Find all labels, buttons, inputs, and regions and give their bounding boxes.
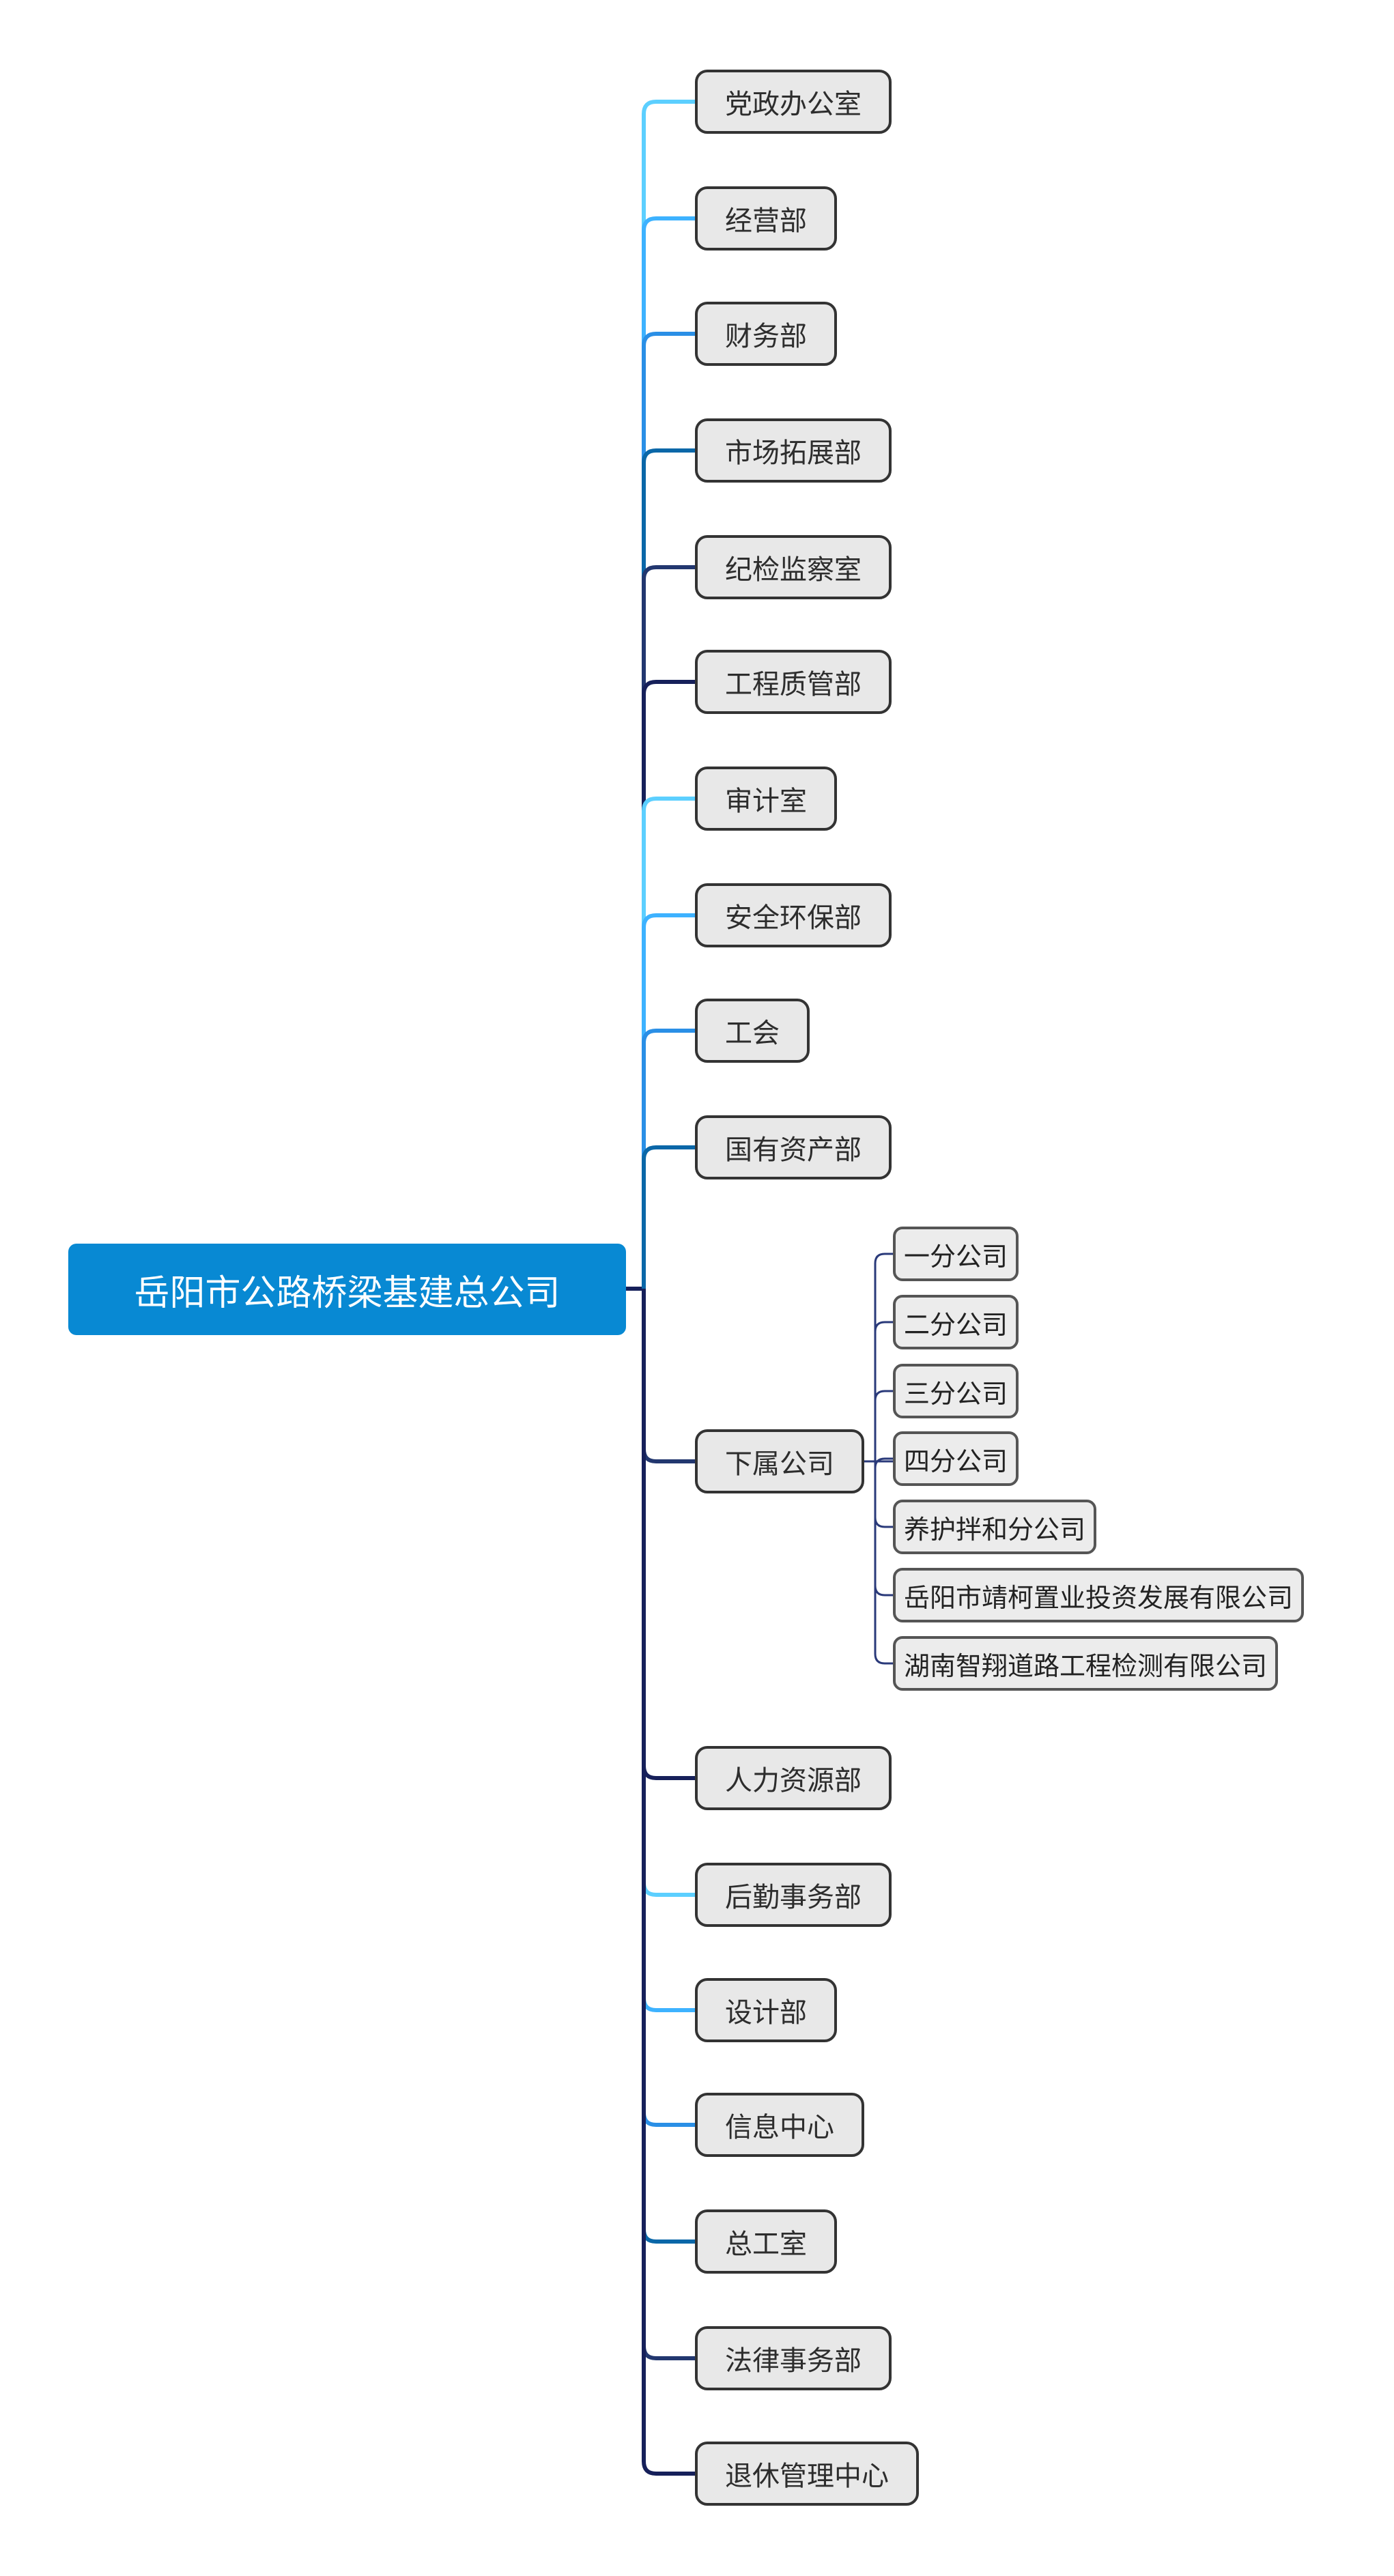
branch-connector: [642, 100, 695, 1289]
department-node[interactable]: 安全环保部: [695, 883, 892, 947]
department-node[interactable]: 后勤事务部: [695, 1863, 892, 1927]
sub-connector: [874, 1457, 893, 1469]
department-node[interactable]: 经营部: [695, 186, 837, 251]
branch-connector: [642, 216, 695, 1289]
sub-connector: [874, 1461, 893, 1597]
department-node[interactable]: 法律事务部: [695, 2326, 892, 2390]
root-node[interactable]: 岳阳市公路桥梁基建总公司: [68, 1244, 626, 1335]
subsidiary-node[interactable]: 三分公司: [893, 1364, 1019, 1418]
sub-connector: [874, 1253, 893, 1461]
branch-connector: [642, 1289, 695, 2360]
branch-connector: [642, 797, 695, 1289]
sub-connector: [874, 1321, 893, 1461]
department-node[interactable]: 党政办公室: [695, 70, 892, 134]
subsidiary-node[interactable]: 一分公司: [893, 1227, 1019, 1281]
department-node[interactable]: 工程质管部: [695, 650, 892, 714]
branch-connector: [642, 332, 695, 1289]
branch-connector: [642, 1289, 695, 2127]
sub-connector: [874, 1461, 893, 1665]
subsidiaries-node[interactable]: 下属公司: [695, 1429, 864, 1493]
branch-connector: [642, 565, 695, 1289]
branch-connector: [642, 448, 695, 1289]
subsidiary-node[interactable]: 岳阳市靖柯置业投资发展有限公司: [893, 1568, 1305, 1622]
subsidiary-node[interactable]: 二分公司: [893, 1295, 1019, 1349]
subsidiary-node[interactable]: 养护拌和分公司: [893, 1500, 1097, 1554]
department-node[interactable]: 工会: [695, 999, 810, 1063]
department-node[interactable]: 纪检监察室: [695, 535, 892, 599]
subsidiary-node[interactable]: 湖南智翔道路工程检测有限公司: [893, 1636, 1279, 1691]
branch-connector: [642, 1289, 695, 2012]
branch-connector: [642, 1289, 695, 1463]
branch-connector: [642, 1289, 695, 1780]
sub-connector: [874, 1390, 893, 1461]
subsidiary-node[interactable]: 四分公司: [893, 1431, 1019, 1486]
branch-connector: [642, 1289, 695, 1897]
department-node[interactable]: 市场拓展部: [695, 418, 892, 483]
branch-connector: [642, 1145, 695, 1289]
department-node[interactable]: 退休管理中心: [695, 2442, 919, 2506]
department-node[interactable]: 信息中心: [695, 2093, 864, 2157]
department-node[interactable]: 总工室: [695, 2209, 837, 2274]
branch-connector: [642, 1029, 695, 1289]
department-node[interactable]: 人力资源部: [695, 1746, 892, 1810]
department-node[interactable]: 国有资产部: [695, 1115, 892, 1179]
branch-connector: [642, 1289, 695, 2476]
department-node[interactable]: 财务部: [695, 302, 837, 366]
branch-connector: [642, 913, 695, 1289]
branch-connector: [642, 1289, 695, 2244]
department-node[interactable]: 设计部: [695, 1978, 837, 2042]
sub-connector: [874, 1461, 893, 1528]
branch-connector: [642, 680, 695, 1289]
department-node[interactable]: 审计室: [695, 767, 837, 831]
